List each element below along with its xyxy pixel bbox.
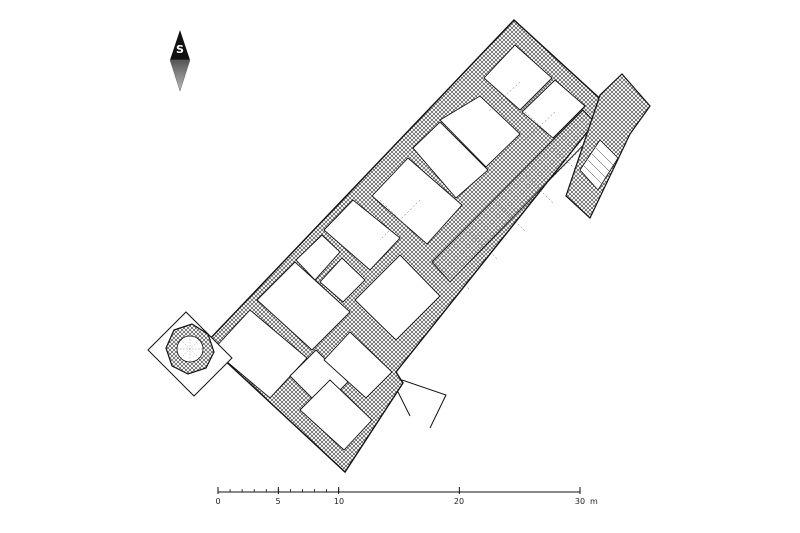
rooms xyxy=(212,44,601,451)
scale-tick-label-5: 5 xyxy=(275,497,280,506)
room xyxy=(319,257,366,303)
north-arrow: S xyxy=(169,30,191,92)
scale-tick-label-10: 10 xyxy=(334,497,344,506)
annex-wall xyxy=(401,379,447,429)
room xyxy=(354,254,441,341)
scale-tick-label-0: 0 xyxy=(215,497,220,506)
scale-unit: m xyxy=(590,497,598,506)
room xyxy=(521,79,586,139)
room xyxy=(323,331,393,399)
north-arrow-tail-icon xyxy=(169,59,191,92)
north-arrow-letter: S xyxy=(176,43,184,56)
room xyxy=(323,199,401,271)
north-arrow-head-icon xyxy=(170,30,190,60)
scale-bar: 0 5 10 20 30 m xyxy=(215,487,598,506)
scale-tick-label-20: 20 xyxy=(454,497,464,506)
room xyxy=(299,379,373,451)
room xyxy=(256,261,351,351)
room xyxy=(483,44,553,111)
room xyxy=(212,309,308,399)
room xyxy=(439,95,521,168)
stair-steps xyxy=(583,147,615,185)
room xyxy=(371,157,463,245)
scale-bar-minor-ticks xyxy=(217,487,581,494)
room xyxy=(412,121,489,199)
annex-wall xyxy=(397,391,411,417)
stair-tower xyxy=(565,73,651,219)
building-plan xyxy=(147,19,651,474)
room xyxy=(295,234,341,281)
scale-tick-label-30: 30 xyxy=(575,497,585,506)
stair-well xyxy=(579,139,619,191)
vault-lines xyxy=(379,81,583,291)
